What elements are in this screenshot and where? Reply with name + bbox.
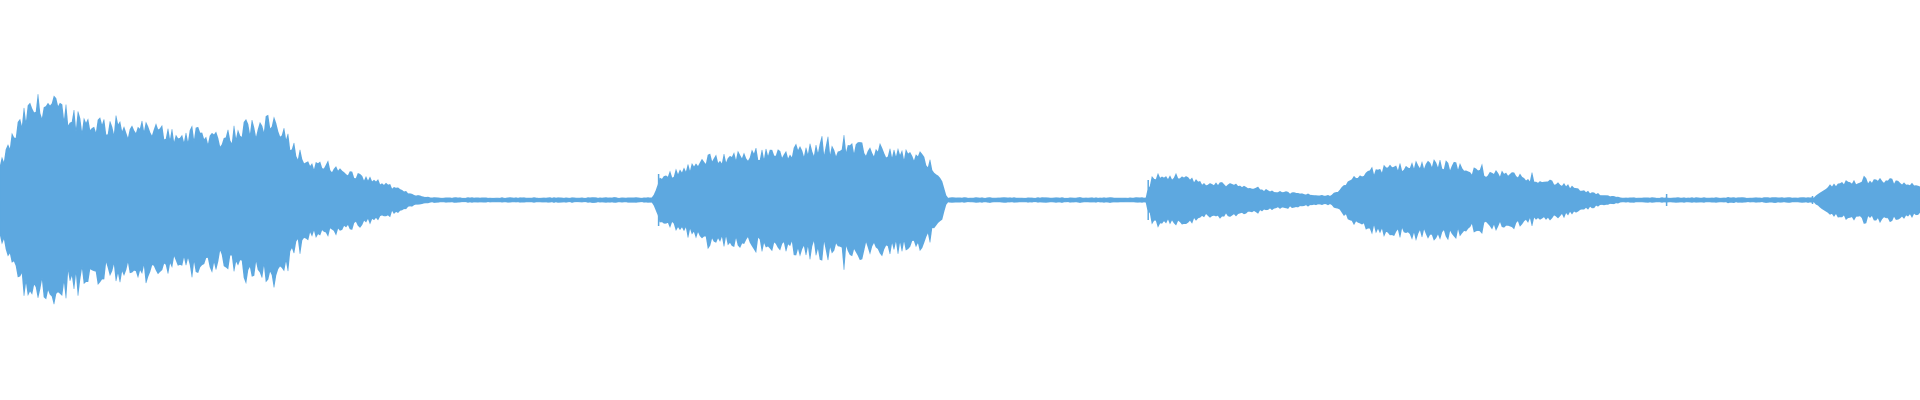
waveform-graphic	[0, 94, 1920, 305]
